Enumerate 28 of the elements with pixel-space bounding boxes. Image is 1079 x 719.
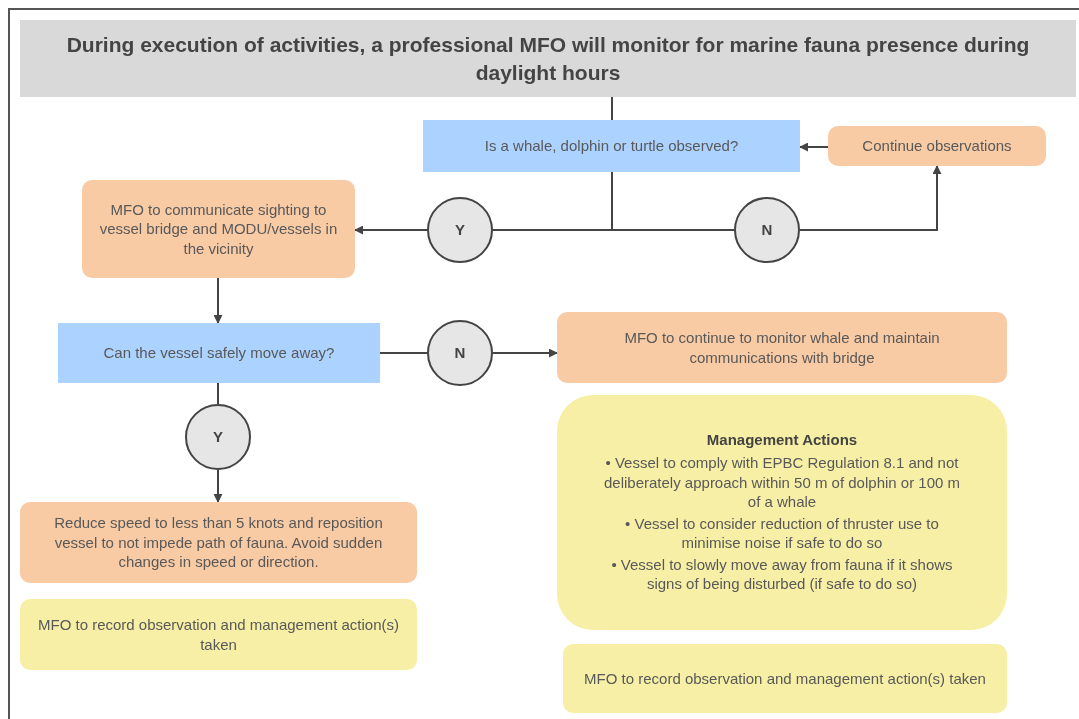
- yes-circle: Y: [427, 197, 493, 263]
- connector-line: [379, 352, 428, 354]
- no-circle: N: [427, 320, 493, 386]
- title-banner: During execution of activities, a professional MFO will monitor for marine fauna presence during daylight hours: [20, 20, 1076, 97]
- decision-box: Is a whale, dolphin or turtle observed?: [423, 120, 800, 172]
- process-box: MFO to communicate sighting to vessel bridge and MODU/vessels in the vicinity: [82, 180, 355, 278]
- arrow: [492, 348, 558, 358]
- actions-box: [557, 395, 1007, 630]
- bullet-item: • Vessel to slowly move away from fauna if it shows signs of being disturbed (if safe to do so): [610, 554, 954, 594]
- arrow: [213, 469, 223, 503]
- yes-circle: Y: [185, 404, 251, 470]
- no-circle: N: [734, 197, 800, 263]
- note-box: MFO to record observation and management action(s) taken: [563, 644, 1007, 713]
- arrow: [799, 165, 942, 231]
- note-box: MFO to record observation and management action(s) taken: [20, 599, 417, 670]
- arrow: [799, 142, 829, 152]
- connector-line: [611, 171, 735, 231]
- process-box: MFO to continue to monitor whale and maintain communications with bridge: [557, 312, 1007, 383]
- bullet-item: • Vessel to consider reduction of thruster use to minimise noise if safe to do so: [624, 513, 940, 553]
- process-box: Continue observations: [828, 126, 1046, 166]
- connector-line: [611, 96, 613, 121]
- arrow: [213, 277, 223, 324]
- process-box: Reduce speed to less than 5 knots and reposition vessel to not impede path of fauna. Avoid sudden changes in speed or direction.: [20, 502, 417, 583]
- arrow: [354, 225, 428, 235]
- decision-box: Can the vessel safely move away?: [58, 323, 380, 383]
- connector-line: [217, 382, 219, 405]
- box-heading: Management Actions: [706, 429, 858, 449]
- bullet-item: • Vessel to comply with EPBC Regulation 8.1 and not deliberately approach within 50 m of dolphin or 100 m of a whale: [602, 453, 961, 512]
